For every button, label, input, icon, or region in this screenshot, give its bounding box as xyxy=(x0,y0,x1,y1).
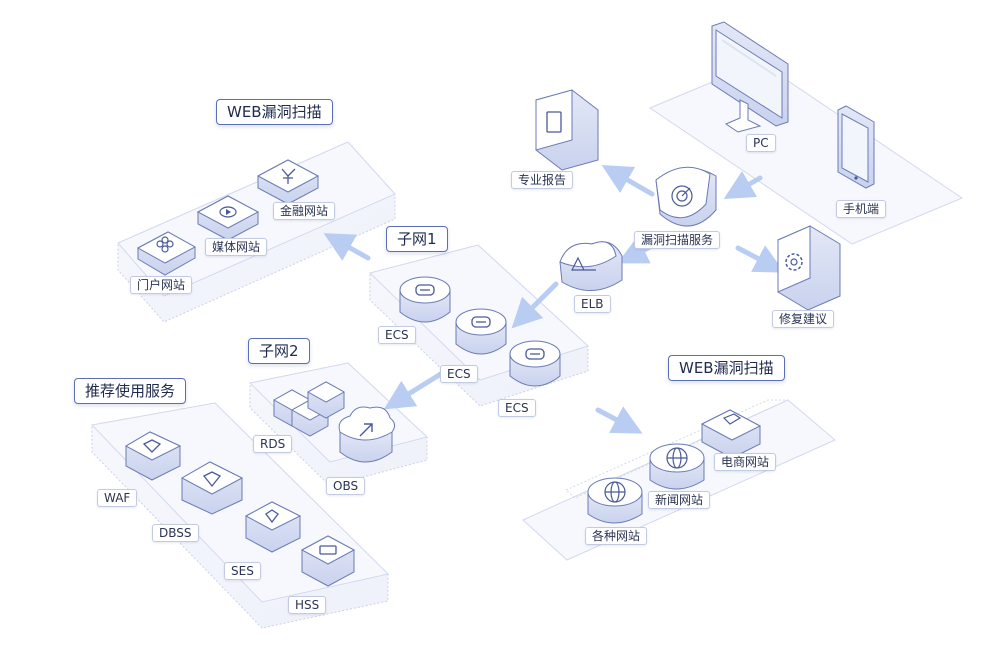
label-mobile: 手机端 xyxy=(836,200,887,218)
shield-icon xyxy=(319,545,337,555)
device-media xyxy=(196,195,260,241)
yen-icon xyxy=(281,168,296,184)
arrow-scan-to-report xyxy=(601,165,655,197)
label-hss: HSS xyxy=(288,596,327,614)
server-icon xyxy=(471,316,491,328)
label-waf: WAF xyxy=(97,489,138,507)
label-ecommerce: 电商网站 xyxy=(714,453,777,471)
label-media: 媒体网站 xyxy=(205,238,268,256)
device-finance xyxy=(256,159,320,205)
device-ecommerce xyxy=(700,409,762,459)
globe-icon xyxy=(666,447,688,469)
arrow-elb-to-subnet1 xyxy=(511,281,559,329)
device-ecs-3 xyxy=(509,340,561,387)
device-news xyxy=(649,443,705,490)
shield-icon xyxy=(142,439,162,453)
label-news: 新闻网站 xyxy=(648,491,711,509)
label-advice: 修复建议 xyxy=(772,310,835,328)
device-rds xyxy=(272,381,346,437)
title-web-scan-bottom: WEB漏洞扫描 xyxy=(668,355,785,381)
phone-icon xyxy=(854,176,858,180)
label-pc: PC xyxy=(746,134,776,152)
document-icon xyxy=(546,111,562,133)
play-icon xyxy=(219,206,237,218)
device-waf xyxy=(124,431,182,481)
platform-web-scan-top xyxy=(117,141,396,323)
label-ecs-1: ECS xyxy=(378,326,416,344)
device-obs xyxy=(338,406,396,463)
server-icon xyxy=(415,284,435,296)
globe-icon xyxy=(604,481,626,503)
label-various: 各种网站 xyxy=(585,527,648,545)
device-ecs-1 xyxy=(399,276,451,323)
cloud-upload-icon xyxy=(359,423,373,437)
monitor-icon xyxy=(721,39,777,77)
radar-shield-icon xyxy=(671,185,693,207)
server-icon xyxy=(525,348,545,360)
document-icon xyxy=(722,413,742,425)
label-ecs-3: ECS xyxy=(498,399,536,417)
device-ecs-2 xyxy=(455,308,507,355)
device-dbss xyxy=(180,461,244,515)
label-ecs-2: ECS xyxy=(440,365,478,383)
label-obs: OBS xyxy=(326,477,366,495)
flower-icon xyxy=(156,236,174,253)
arrow-scan-to-advice xyxy=(735,245,785,273)
arrow-subnet1-to-web-scan xyxy=(323,233,371,261)
device-report xyxy=(535,89,599,171)
label-portal: 门户网站 xyxy=(130,276,193,294)
title-subnet2: 子网2 xyxy=(248,338,310,364)
label-dbss: DBSS xyxy=(152,524,199,542)
device-hss xyxy=(300,535,356,587)
label-rds: RDS xyxy=(253,435,293,453)
shield-icon xyxy=(202,471,222,488)
arrow-clients-to-scan xyxy=(723,171,763,199)
device-various xyxy=(587,477,643,524)
label-finance: 金融网站 xyxy=(273,202,336,220)
balance-icon xyxy=(571,256,596,271)
title-subnet1: 子网1 xyxy=(386,226,448,252)
arrow-subnet1-to-subnet2 xyxy=(383,369,447,410)
title-recommended: 推荐使用服务 xyxy=(74,378,187,404)
label-scan-service: 漏洞扫描服务 xyxy=(634,231,721,249)
device-elb xyxy=(559,241,623,291)
device-ses xyxy=(244,501,302,553)
label-report: 专业报告 xyxy=(511,171,574,189)
gear-icon xyxy=(785,253,803,271)
device-scan-service xyxy=(655,166,717,227)
device-pc xyxy=(711,21,789,133)
arrow-subnet1-to-web-bottom xyxy=(595,406,643,434)
device-portal xyxy=(136,231,197,276)
device-advice xyxy=(777,225,841,311)
shield-icon xyxy=(265,509,279,524)
label-elb: ELB xyxy=(574,295,611,313)
device-mobile xyxy=(837,105,875,189)
title-web-scan-top: WEB漏洞扫描 xyxy=(216,99,333,125)
label-ses: SES xyxy=(224,562,261,580)
